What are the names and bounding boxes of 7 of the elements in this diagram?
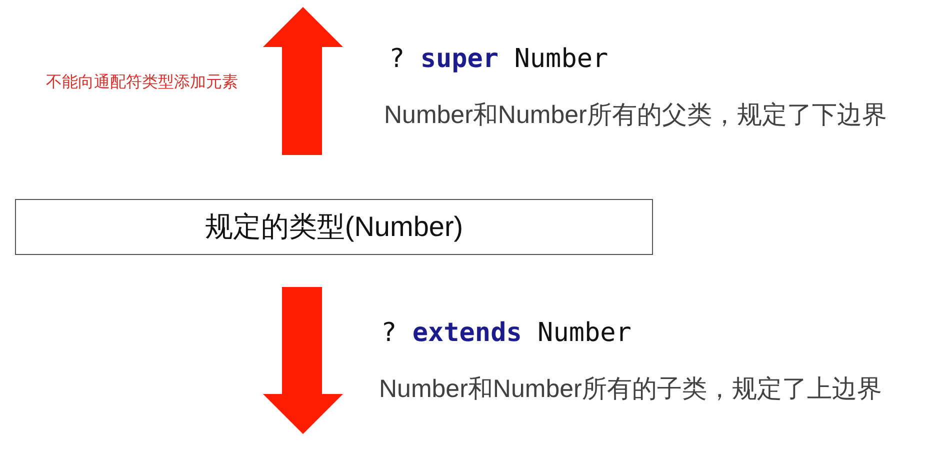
code-expression: ? super Number	[389, 46, 608, 72]
description-text: Number和Number所有的父类，规定了下边界	[384, 103, 887, 128]
type-box	[15, 199, 653, 255]
description-text: Number和Number所有的子类，规定了上边界	[379, 377, 882, 402]
note-text: 不能向通配符类型添加元素	[46, 73, 238, 92]
type-name: 规定的类型(Number)	[204, 210, 464, 244]
code-expression: ? extends Number	[381, 320, 632, 346]
